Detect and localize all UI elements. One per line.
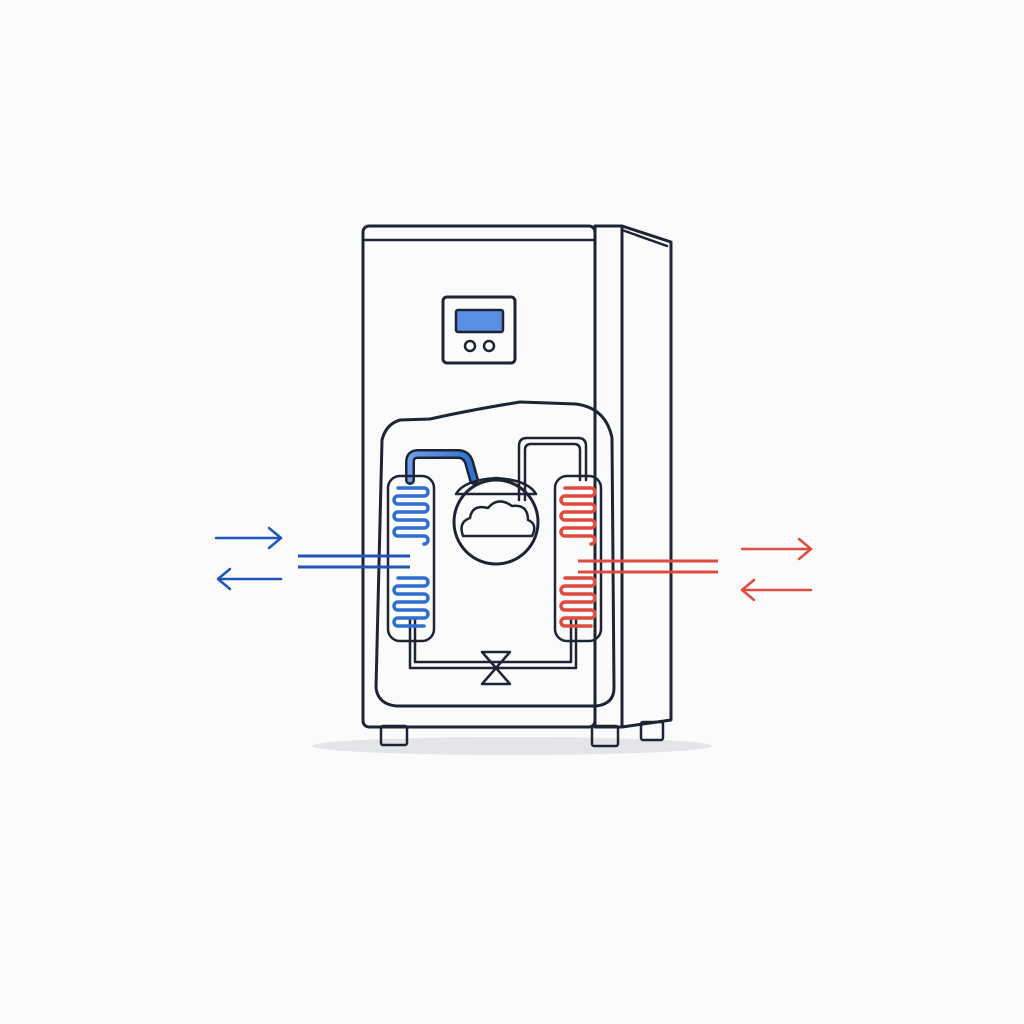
control-panel — [441, 295, 517, 365]
hot-side-pipes — [578, 559, 718, 574]
expansion-valve — [480, 650, 512, 686]
arrow-left-icon — [740, 578, 813, 602]
control-knob-right — [482, 339, 496, 353]
floor-shadow — [312, 737, 712, 755]
arrow-right-icon — [214, 526, 283, 550]
evaporator-coil — [386, 474, 436, 643]
control-screen — [454, 308, 505, 334]
condenser-coil — [553, 474, 603, 643]
hot-flow-arrows — [740, 537, 813, 602]
arrow-left-icon — [216, 567, 283, 591]
unit-side-panel — [593, 224, 673, 729]
cold-side-pipes — [298, 554, 410, 569]
internal-compartment — [374, 400, 616, 708]
refrigerant-loop — [408, 436, 588, 670]
compressor — [452, 476, 540, 566]
cold-flow-arrows — [214, 526, 283, 591]
arrow-right-icon — [740, 537, 813, 561]
control-knob-left — [463, 339, 477, 353]
